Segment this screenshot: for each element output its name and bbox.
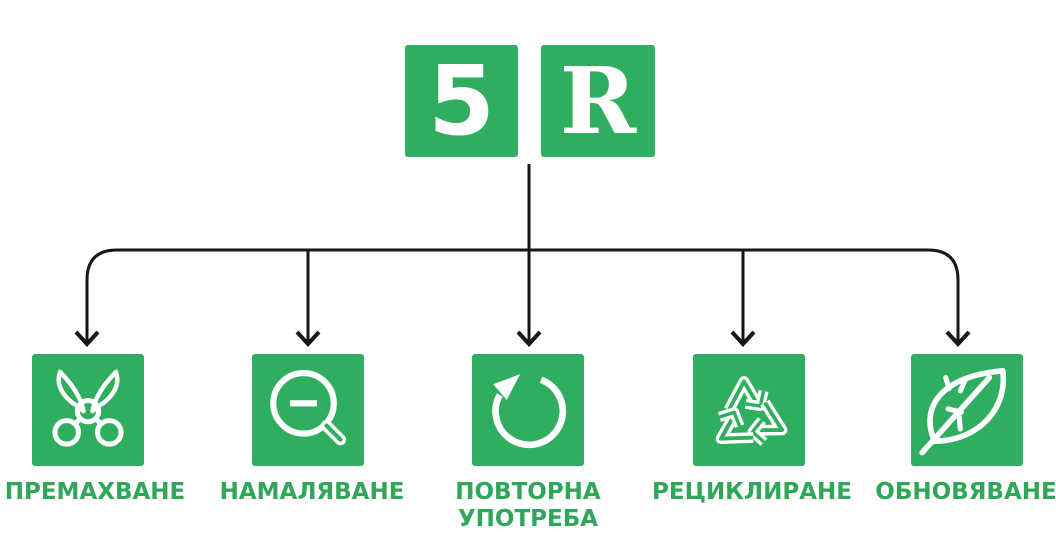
- logo-r-tile: R: [541, 45, 655, 157]
- arrowhead-down-icon: [74, 330, 100, 347]
- item-label-recycle: РЕЦИКЛИРАНЕ: [652, 479, 852, 505]
- magnifier-minus-icon: [252, 354, 364, 466]
- item-tile-reduce: [252, 354, 364, 466]
- item-label-reuse: ПОВТОРНА УПОТРЕБА: [455, 479, 601, 532]
- scissors-icon: [32, 354, 144, 466]
- arrowhead-down-icon: [516, 330, 542, 347]
- logo-5-text: 5: [428, 45, 495, 157]
- logo-r-text: R: [559, 47, 637, 155]
- leaf-icon: [911, 354, 1023, 466]
- arrowhead-down-icon: [945, 330, 971, 347]
- item-label-renew: ОБНОВЯВАНЕ: [875, 479, 1056, 505]
- item-tile-recycle: [693, 354, 805, 466]
- item-tile-reuse: [472, 354, 584, 466]
- item-tile-renew: [911, 354, 1023, 466]
- recycle-arrows-icon: [693, 354, 805, 466]
- logo-5-tile: 5: [405, 45, 518, 157]
- circular-arrow-icon: [472, 354, 584, 466]
- item-label-reduce: НАМАЛЯВАНЕ: [219, 479, 405, 505]
- arrowhead-down-icon: [295, 330, 321, 347]
- arrowhead-down-icon: [730, 330, 756, 347]
- item-label-remove: ПРЕМАХВАНЕ: [4, 479, 186, 505]
- item-tile-remove: [32, 354, 144, 466]
